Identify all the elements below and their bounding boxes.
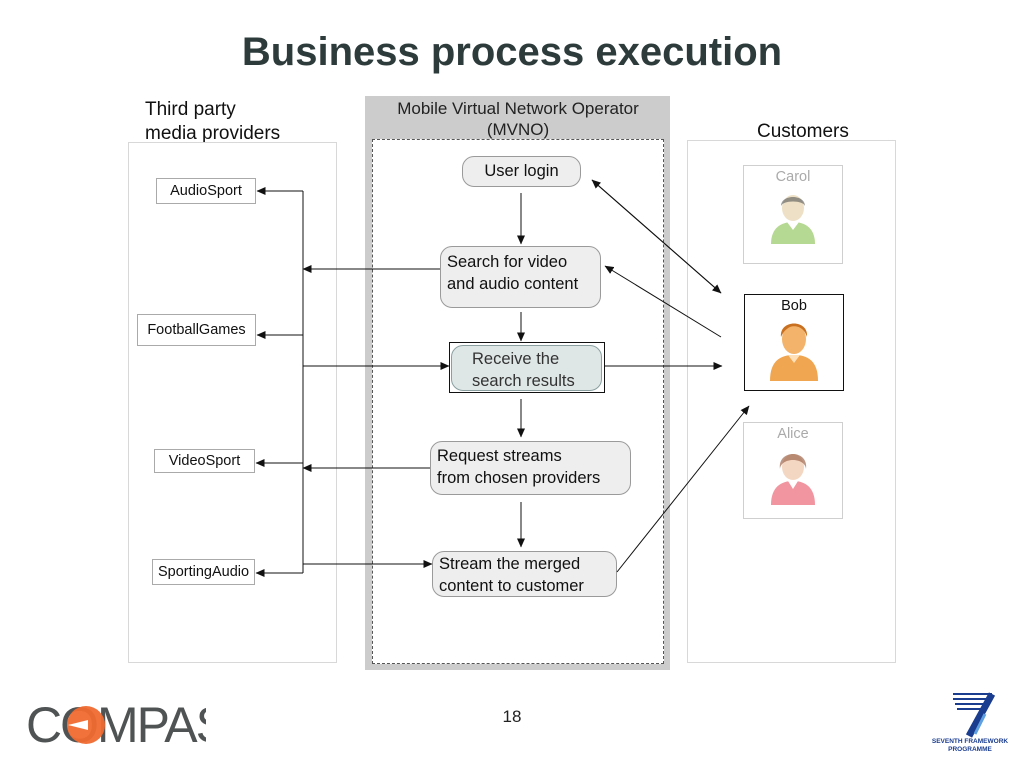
customer-carol[interactable]: Carol: [743, 165, 843, 264]
step-receive-line2: search results: [472, 372, 575, 390]
person-icon: [771, 454, 815, 505]
person-icon: [770, 323, 818, 381]
person-icon: [771, 195, 815, 244]
providers-label-line1: Third party: [145, 99, 236, 120]
customers-label: Customers: [757, 121, 849, 142]
step-stream-line1: Stream the merged: [439, 555, 581, 573]
step-stream-merged[interactable]: Stream the merged content to customer: [432, 551, 617, 597]
fp7-logo-mark: [953, 692, 996, 738]
mvno-title-line1: Mobile Virtual Network Operator: [397, 99, 639, 118]
provider-sportingaudio[interactable]: SportingAudio: [152, 559, 255, 585]
step-receive-results[interactable]: Receive the search results: [451, 345, 602, 391]
customer-alice-name: Alice: [777, 426, 809, 442]
mvno-title: Mobile Virtual Network Operator (MVNO): [366, 98, 670, 140]
provider-videosport[interactable]: VideoSport: [154, 449, 255, 473]
step-search-line1: Search for video: [447, 253, 568, 271]
compas-logo-mark: COMPAS: [26, 698, 206, 748]
step-search-line2: and audio content: [447, 275, 579, 293]
step-search-content[interactable]: Search for video and audio content: [440, 246, 601, 308]
step-request-line2: from chosen providers: [437, 469, 601, 487]
page-number: 18: [502, 707, 522, 726]
customer-bob[interactable]: Bob: [744, 294, 844, 391]
step-receive-line1: Receive the: [472, 350, 560, 368]
slide-title: Business process execution: [241, 30, 783, 74]
step-user-login-label: User login: [484, 162, 559, 180]
mvno-title-line2: (MVNO): [486, 120, 550, 139]
provider-audiosport[interactable]: AudioSport: [156, 178, 256, 204]
providers-label: Third party media providers: [145, 98, 280, 146]
step-request-streams[interactable]: Request streams from chosen providers: [430, 441, 631, 495]
fp7-line2: PROGRAMME: [948, 745, 992, 753]
compas-logo-arrow: [68, 720, 88, 730]
fp7-logo: SEVENTH FRAMEWORK PROGRAMME: [930, 738, 1010, 753]
step-user-login[interactable]: User login: [462, 156, 581, 187]
customer-alice[interactable]: Alice: [743, 422, 843, 519]
compas-logo-text: COMPAS: [26, 698, 206, 748]
step-request-line1: Request streams: [437, 447, 562, 465]
providers-label-line2: media providers: [145, 123, 281, 144]
fp7-line1: SEVENTH FRAMEWORK: [931, 738, 1009, 745]
customer-bob-name: Bob: [781, 298, 807, 314]
step-stream-line2: content to customer: [439, 577, 584, 595]
provider-footballgames[interactable]: FootballGames: [137, 314, 256, 346]
customer-carol-name: Carol: [775, 169, 811, 185]
